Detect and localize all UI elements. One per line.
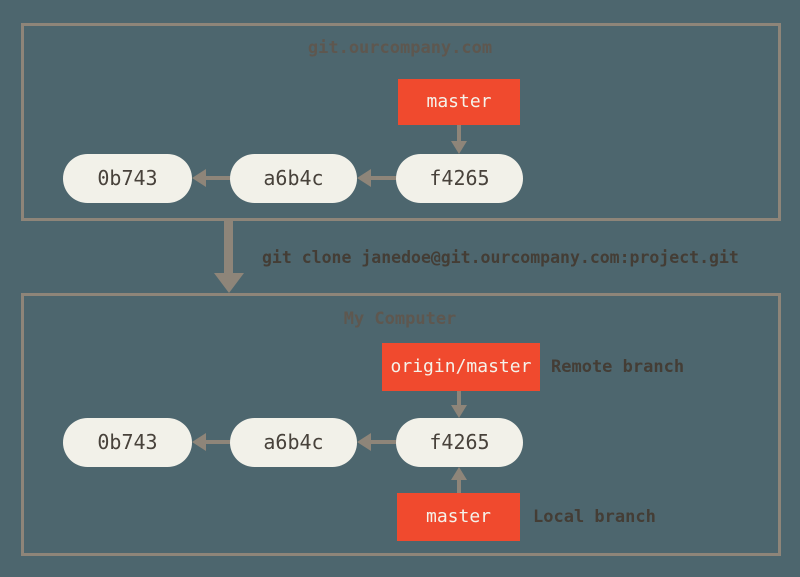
arrow-local-master-to-f4265 <box>451 467 467 493</box>
arrow-head-down-icon <box>451 141 467 154</box>
arrow-remote-master-to-f4265 <box>451 125 467 154</box>
arrow-head-left-icon <box>192 169 206 187</box>
remote-commit-f4265: f4265 <box>396 154 523 203</box>
arrow-head-left-icon <box>357 169 371 187</box>
arrow-shaft <box>457 478 461 493</box>
arrow-shaft <box>368 176 396 180</box>
origin-master-branch-label: origin/master <box>382 343 540 391</box>
remote-commit-a6b4c: a6b4c <box>230 154 357 203</box>
remote-branch-caption: Remote branch <box>551 357 685 377</box>
my-computer-title: My Computer <box>343 309 457 329</box>
arrow-head-up-icon <box>451 467 467 480</box>
arrow-shaft <box>224 221 233 274</box>
arrow-head-left-icon <box>357 433 371 451</box>
arrow-remote-a6b4c-to-0b743 <box>192 169 230 187</box>
remote-server-box <box>21 23 781 221</box>
arrow-shaft <box>203 176 230 180</box>
clone-command-text: git clone janedoe@git.ourcompany.com:pro… <box>262 248 739 267</box>
remote-server-title: git.ourcompany.com <box>307 38 493 58</box>
local-commit-a6b4c: a6b4c <box>230 418 357 467</box>
arrow-shaft <box>368 440 396 444</box>
clone-direction-arrow <box>214 221 244 293</box>
local-master-branch-label: master <box>397 493 520 541</box>
my-computer-box <box>21 293 781 556</box>
arrow-local-a6b4c-to-0b743 <box>192 433 230 451</box>
local-commit-0b743: 0b743 <box>63 418 192 467</box>
remote-commit-0b743: 0b743 <box>63 154 192 203</box>
arrow-local-f4265-to-a6b4c <box>357 433 396 451</box>
arrow-shaft <box>457 391 461 407</box>
arrow-remote-f4265-to-a6b4c <box>357 169 396 187</box>
arrow-shaft <box>203 440 230 444</box>
arrow-head-left-icon <box>192 433 206 451</box>
arrow-head-down-icon <box>214 273 244 293</box>
remote-master-branch-label: master <box>398 79 520 125</box>
arrow-origin-master-to-f4265 <box>451 391 467 418</box>
arrow-shaft <box>457 125 461 143</box>
local-branch-caption: Local branch <box>533 507 656 527</box>
local-commit-f4265: f4265 <box>396 418 523 467</box>
arrow-head-down-icon <box>451 405 467 418</box>
